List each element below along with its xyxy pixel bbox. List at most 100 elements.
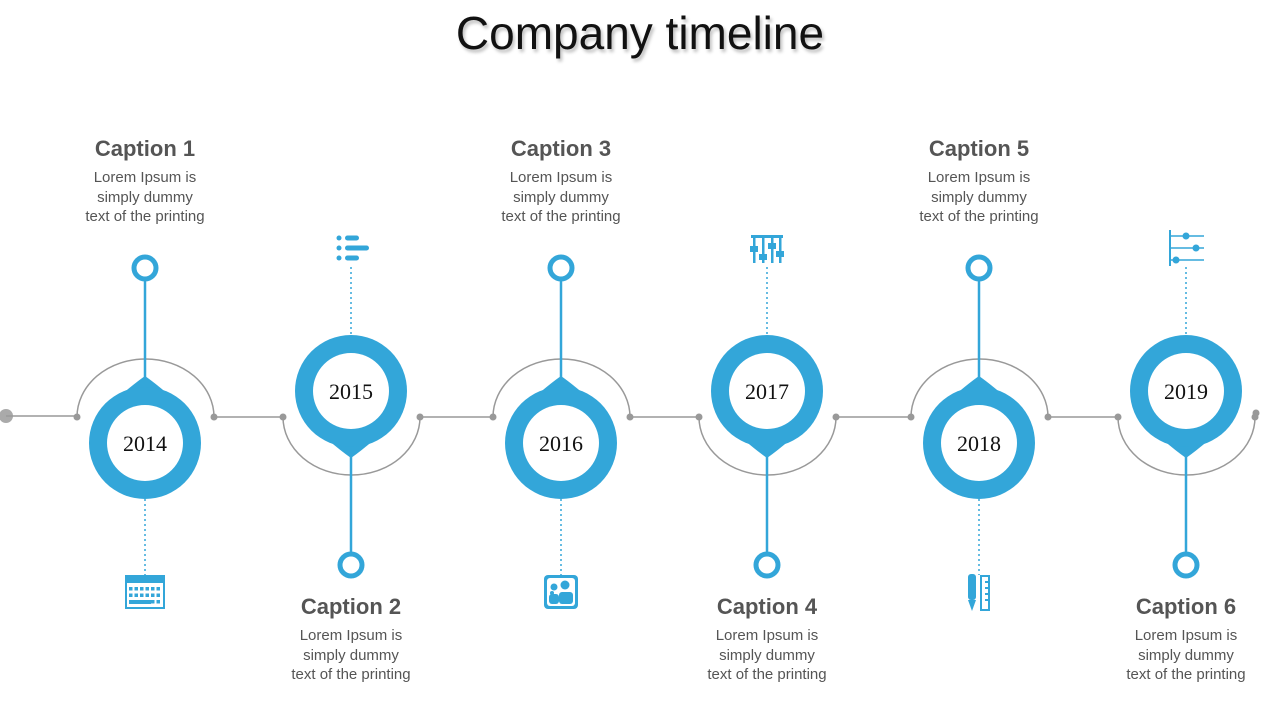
caption-body-line: simply dummy [931,188,1027,206]
team-body [559,592,573,604]
team-head [550,583,558,591]
caption-title: Caption 6 [1135,594,1237,619]
caption-body-line: Lorem Ipsum is [93,169,197,186]
pin-marker [1172,551,1200,579]
node-center [941,405,1017,481]
caption-body-line: Lorem Ipsum is [1134,627,1238,644]
connector-dot [279,413,287,421]
caption-body-line: simply dummy [719,646,815,664]
calendar-icon [125,575,165,609]
connector-dot [73,413,81,421]
node-center [107,405,183,481]
team-body [549,594,559,604]
team-head [560,580,570,590]
calendar-cell [140,587,144,591]
caption-body: Lorem Ipsum is simply dummy text of the pr… [879,168,1079,227]
caption-body-line: text of the printing [501,208,621,225]
year-label: 2017 [745,379,789,404]
year-label: 2016 [539,431,583,456]
calendar-cell [129,593,133,597]
caption-body-line: simply dummy [97,188,193,206]
year-label: 2014 [123,431,167,456]
node-center [1148,353,1224,429]
settings-icon [1169,230,1204,266]
calendar-bar [129,600,151,604]
caption-block: Caption 3 Lorem Ipsum is simply dummy text … [461,136,661,227]
caption-title: Caption 5 [928,136,1030,161]
slide-title: Company timeline [455,7,825,59]
sliders-top [751,235,783,238]
slider-knob [776,251,784,257]
calendar-cell [151,600,155,604]
connector-dot [1114,413,1122,421]
calendar-cell [129,587,133,591]
node-center [729,353,805,429]
caption-body-line: Lorem Ipsum is [509,169,613,186]
connector-layer [0,358,1260,476]
pin-marker [131,254,159,282]
node-center [313,353,389,429]
settings-dot [1192,244,1200,252]
slider-track [762,235,765,263]
caption-body-line: Lorem Ipsum is [927,169,1031,186]
caption-body: Lorem Ipsum is simply dummy text of the pr… [251,626,451,685]
year-label: 2015 [329,379,373,404]
caption-title: Caption 1 [94,136,196,161]
sliders-icon [750,235,784,263]
list-line [345,245,369,251]
slider-knob [768,243,776,249]
slider-knob [759,254,767,260]
calendar-cell [134,593,138,597]
pen-ruler-icon [968,574,990,611]
caption-body-line: simply dummy [513,188,609,206]
team-icon [544,575,578,609]
caption-body-line: Lorem Ipsum is [299,627,403,644]
stem-layer [131,254,1200,579]
settings-dot [1172,256,1180,264]
year-label: 2019 [1164,379,1208,404]
calendar-header [126,576,164,583]
caption-title: Caption 4 [716,594,818,619]
calendar-cell [156,593,160,597]
calendar-cell [134,587,138,591]
calendar-cell [145,593,149,597]
caption-body-line: Lorem Ipsum is [715,627,819,644]
calendar-cell [151,587,155,591]
caption-body-line: text of the printing [291,666,411,683]
calendar-cell [151,593,155,597]
pin-marker [547,254,575,282]
slider-track [779,235,782,263]
calendar-cell [156,587,160,591]
list-line [345,235,359,241]
list-icon [336,235,369,261]
list-bullet [336,255,342,261]
calendar-cell [140,593,144,597]
pen-body [968,574,976,600]
calendar-cell [145,587,149,591]
calendar-cell [156,600,160,604]
connector-dot [489,413,497,421]
connector-dot [695,413,703,421]
pin-marker [965,254,993,282]
caption-title: Caption 3 [510,136,612,161]
caption-body-line: simply dummy [303,646,399,664]
list-bullet [336,245,342,251]
connector-dot [1252,409,1260,417]
list-bullet [336,235,342,241]
icon-layer [125,230,1204,611]
node-center [523,405,599,481]
caption-body: Lorem Ipsum is simply dummy text of the pr… [461,168,661,227]
pin-marker [337,551,365,579]
caption-body-line: text of the printing [919,208,1039,225]
caption-body-line: simply dummy [1138,646,1234,664]
caption-block: Caption 5 Lorem Ipsum is simply dummy text … [879,136,1079,227]
